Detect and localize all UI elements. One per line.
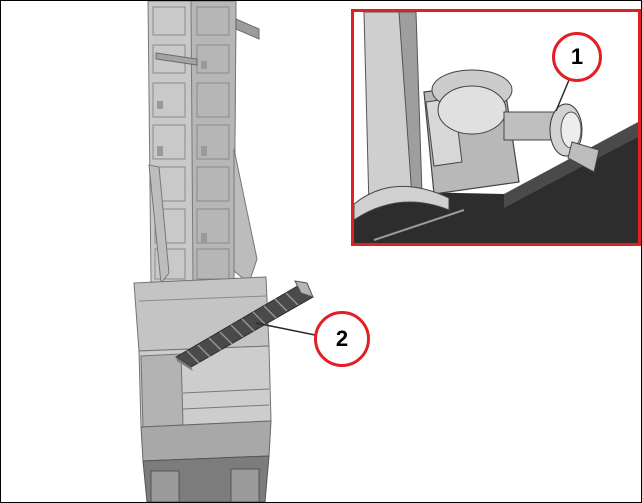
callout-2: 2 [314,311,370,367]
lower-housing [133,276,272,502]
side-guides [148,148,258,285]
callout-1: 1 [552,32,602,82]
tower-column [147,1,260,284]
grated-cover [175,280,314,371]
detail-inset [351,9,641,246]
hinge-pin-detail-illustration [354,12,638,243]
